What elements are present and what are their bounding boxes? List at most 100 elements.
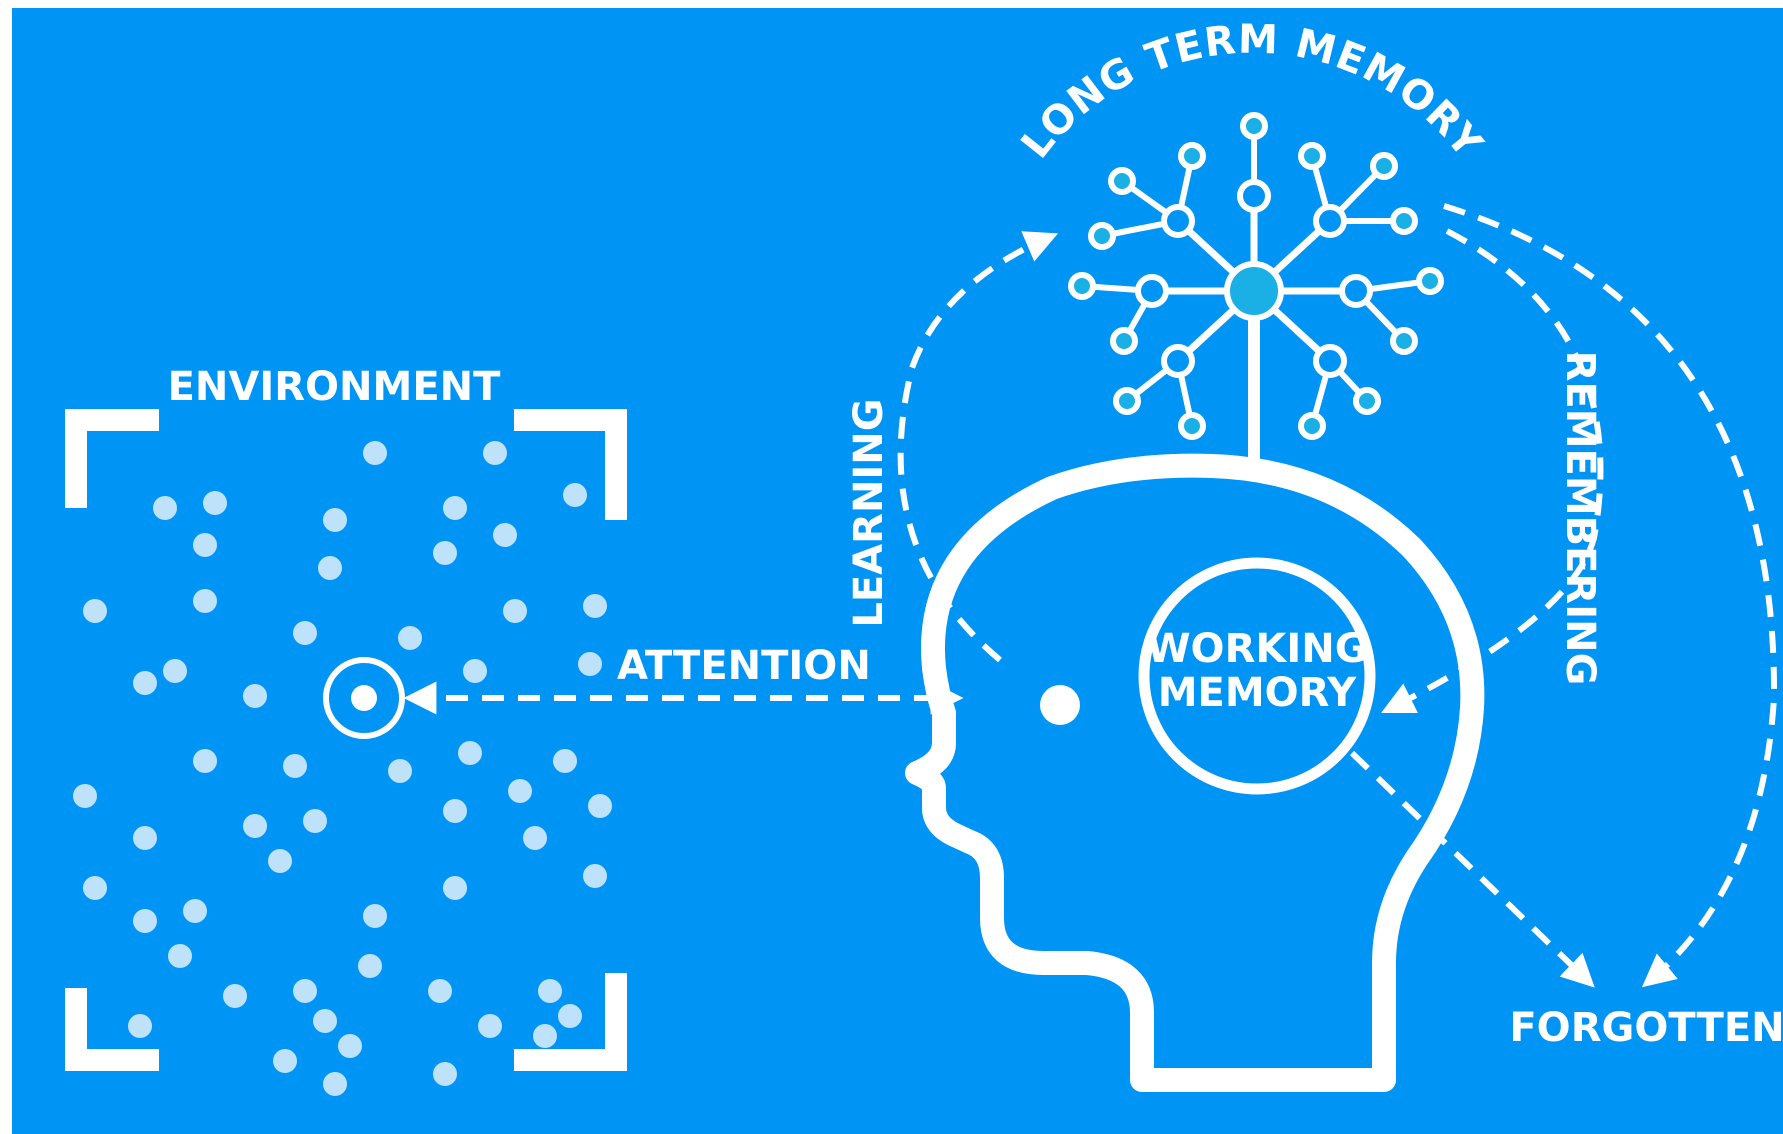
environment-dot xyxy=(193,533,217,557)
working-memory-forgotten-arrow xyxy=(1349,750,1595,988)
environment-dot xyxy=(583,864,607,888)
environment-dot xyxy=(493,523,517,547)
network-node xyxy=(1161,204,1195,238)
network-leaf-node xyxy=(1240,112,1268,140)
network-leaf-node xyxy=(1068,272,1096,300)
network-leaf-node xyxy=(1113,387,1141,415)
environment-dot xyxy=(193,749,217,773)
environment-dot xyxy=(133,909,157,933)
environment-dot xyxy=(318,556,342,580)
environment-dot xyxy=(508,779,532,803)
working-memory-label-line1: WORKING xyxy=(1146,626,1367,672)
environment-dot xyxy=(293,621,317,645)
environment-dot xyxy=(443,496,467,520)
environment-dot xyxy=(283,754,307,778)
environment-dot xyxy=(433,541,457,565)
working-memory-circle xyxy=(1138,557,1376,795)
attention-target-icon xyxy=(323,657,405,739)
learning-label: LEARNING xyxy=(846,398,892,627)
environment-dot xyxy=(323,508,347,532)
environment-dot xyxy=(363,904,387,928)
network-leaf-node xyxy=(1370,152,1398,180)
network-leaf-node xyxy=(1298,412,1326,440)
environment-dot xyxy=(268,849,292,873)
environment-dot xyxy=(553,749,577,773)
environment-dot xyxy=(398,626,422,650)
network-node xyxy=(1237,179,1271,213)
environment-dot xyxy=(503,599,527,623)
forgotten-label: FORGOTTEN xyxy=(1509,1005,1783,1051)
environment-dot xyxy=(193,589,217,613)
network-leaf-node xyxy=(1390,327,1418,355)
remembering-arrow xyxy=(1381,228,1604,714)
attention-label: ATTENTION xyxy=(617,643,871,689)
diagram-canvas: ENVIRONMENT ATTENTION WORKING MEMORY LON… xyxy=(65,17,1783,1096)
environment-dot xyxy=(73,784,97,808)
environment-dot xyxy=(538,979,562,1003)
eye-icon xyxy=(1040,685,1080,725)
environment-dot xyxy=(558,1004,582,1028)
remembering-label: REMEMBERING xyxy=(1557,351,1603,686)
network-leaf-node xyxy=(1416,267,1444,295)
environment-dot xyxy=(443,799,467,823)
network-node xyxy=(1135,274,1169,308)
memory-diagram: ENVIRONMENT ATTENTION WORKING MEMORY LON… xyxy=(12,8,1783,1134)
environment-dot xyxy=(478,1014,502,1038)
network-leaf-node xyxy=(1390,207,1418,235)
long-term-memory-network-icon xyxy=(1068,112,1444,472)
environment-frame xyxy=(65,409,627,1071)
environment-dot xyxy=(443,876,467,900)
environment-dot xyxy=(458,741,482,765)
environment-dot xyxy=(523,826,547,850)
environment-dot xyxy=(483,441,507,465)
network-node xyxy=(1313,204,1347,238)
environment-dot xyxy=(83,599,107,623)
network-leaf-node xyxy=(1178,412,1206,440)
environment-dot xyxy=(433,1062,457,1086)
network-leaf-node xyxy=(1088,222,1116,250)
network-node xyxy=(1313,344,1347,378)
environment-dot xyxy=(293,979,317,1003)
head-outline xyxy=(905,453,1485,1092)
environment-dot xyxy=(153,496,177,520)
environment-dot xyxy=(243,814,267,838)
environment-dot xyxy=(128,1014,152,1038)
network-leaf-node xyxy=(1298,142,1326,170)
environment-dot xyxy=(323,1072,347,1096)
environment-dot xyxy=(428,979,452,1003)
environment-dot xyxy=(563,483,587,507)
environment-dot xyxy=(588,794,612,818)
network-leaf-node xyxy=(1110,327,1138,355)
environment-dot xyxy=(203,491,227,515)
environment-dot xyxy=(273,1049,297,1073)
network-core-node xyxy=(1224,261,1284,321)
working-memory-label-line2: MEMORY xyxy=(1158,670,1358,716)
environment-dot xyxy=(578,652,602,676)
network-node xyxy=(1161,344,1195,378)
environment-dot xyxy=(163,659,187,683)
environment-dot xyxy=(363,441,387,465)
learning-arrow xyxy=(897,231,1059,663)
environment-dot xyxy=(583,594,607,618)
environment-dot xyxy=(388,759,412,783)
environment-dot xyxy=(338,1034,362,1058)
environment-dot xyxy=(313,1009,337,1033)
environment-dot xyxy=(358,954,382,978)
environment-dot xyxy=(463,659,487,683)
environment-label: ENVIRONMENT xyxy=(168,364,502,410)
network-leaf-node xyxy=(1178,142,1206,170)
environment-dot xyxy=(533,1024,557,1048)
environment-dot xyxy=(133,671,157,695)
environment-dot xyxy=(223,984,247,1008)
environment-dot xyxy=(133,826,157,850)
environment-dot xyxy=(243,684,267,708)
environment-dot xyxy=(83,876,107,900)
environment-dot xyxy=(183,899,207,923)
environment-dot xyxy=(303,809,327,833)
long-term-forgotten-arrow xyxy=(1443,203,1778,988)
network-leaf-node xyxy=(1108,167,1136,195)
network-node xyxy=(1339,274,1373,308)
network-leaf-node xyxy=(1353,387,1381,415)
environment-dot xyxy=(168,944,192,968)
environment-dots xyxy=(73,441,612,1096)
